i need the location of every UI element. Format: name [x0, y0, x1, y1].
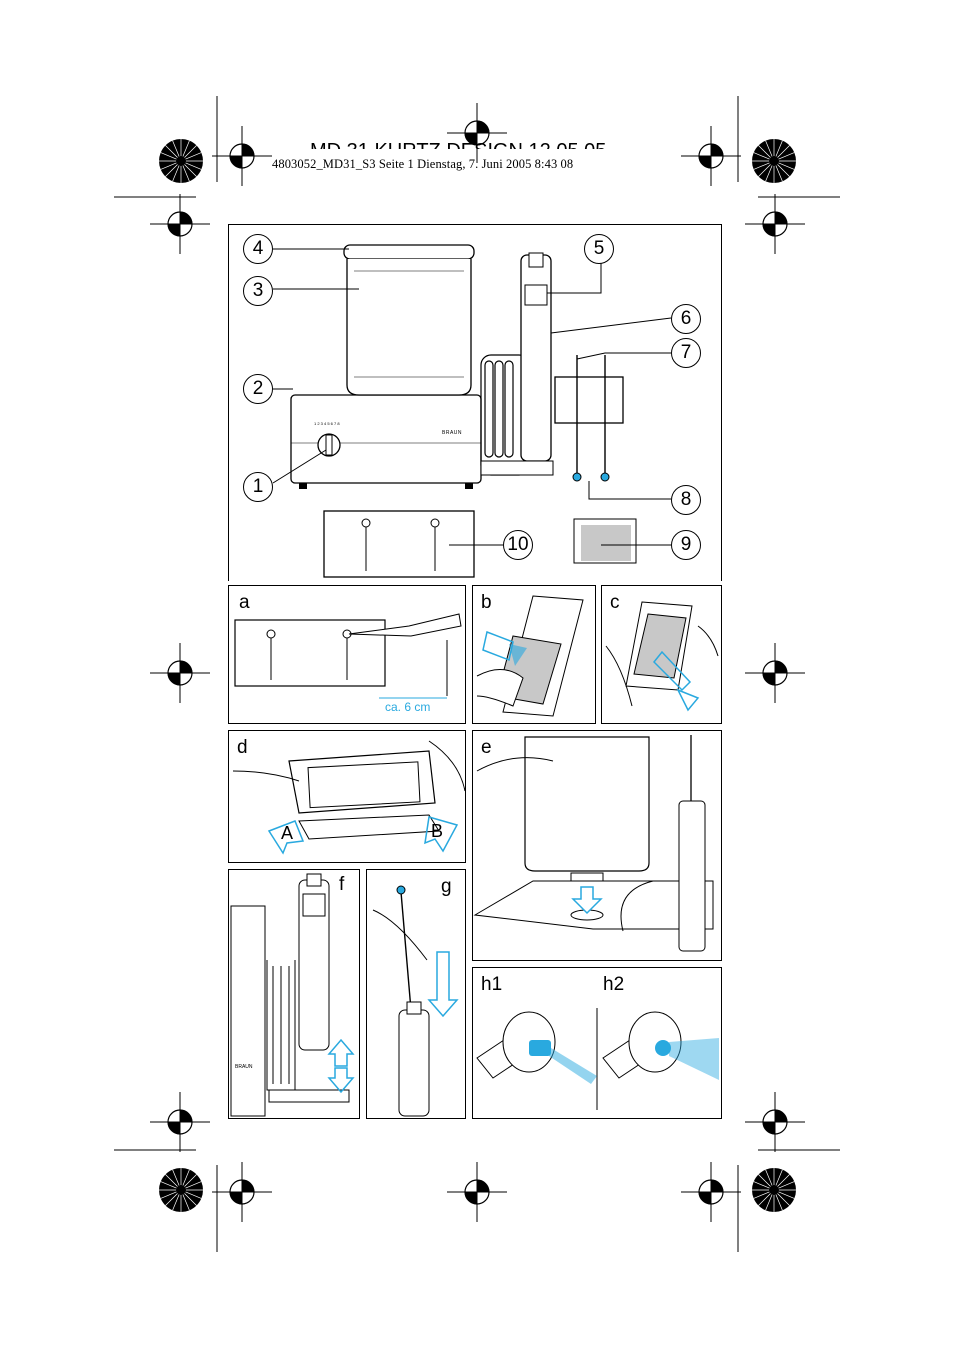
nozzle-spray-drawing — [476, 1008, 719, 1110]
brand-mark-f: BRAUN — [235, 1064, 253, 1070]
callout-10: 10 — [503, 530, 533, 560]
callout-8: 8 — [671, 485, 701, 515]
card-insert-drawing-b — [476, 595, 584, 717]
panel-e: e — [472, 730, 722, 961]
header-ghost-text: MD 31 KURTZ DESIGN 12.05.05 — [310, 137, 606, 149]
callout-7: 7 — [671, 338, 701, 368]
panel-a: a ca. 6 cm — [228, 585, 466, 724]
holder-mount-drawing — [232, 740, 465, 855]
star-target-icon — [751, 138, 797, 184]
brand-mark: BRAUN — [442, 430, 463, 436]
panel-f: f BRAUN — [228, 869, 360, 1119]
reservoir-placement-drawing — [473, 735, 714, 952]
registration-mark-icon — [744, 193, 806, 255]
handle-fit-drawing — [230, 873, 355, 1117]
registration-mark-icon — [211, 1161, 273, 1223]
star-target-icon — [751, 1167, 797, 1213]
print-info-line: 4803052_MD31_S3 Seite 1 Dienstag, 7. Jun… — [272, 157, 574, 171]
callout-1: 1 — [243, 472, 273, 502]
panel-label-g: g — [441, 876, 452, 897]
card-insert-drawing-c — [605, 601, 719, 712]
arrow-label-b: B — [431, 821, 444, 841]
registration-mark-icon — [149, 1091, 211, 1153]
callout-9: 9 — [671, 530, 701, 560]
panel-label-a: a — [239, 592, 250, 613]
panel-c: c — [601, 585, 722, 724]
panel-label-c: c — [610, 592, 620, 613]
callout-3: 3 — [243, 276, 273, 306]
registration-mark-icon — [680, 125, 742, 187]
registration-mark-icon — [149, 642, 211, 704]
star-target-icon — [158, 138, 204, 184]
irrigator-overview-drawing: 1 2 3 4 5 6 7 8 — [272, 244, 672, 578]
distance-caption: ca. 6 cm — [385, 700, 431, 714]
registration-mark-icon — [744, 1091, 806, 1153]
registration-mark-icon — [680, 1161, 742, 1223]
registration-mark-icon — [149, 193, 211, 255]
panel-label-e: e — [481, 737, 492, 758]
panel-label-b: b — [481, 592, 492, 613]
callout-6: 6 — [671, 304, 701, 334]
registration-mark-icon — [211, 125, 273, 187]
svg-text:1 2 3 4 5 6 7 8: 1 2 3 4 5 6 7 8 — [314, 421, 340, 426]
panel-label-d: d — [237, 737, 248, 758]
registration-mark-icon — [446, 102, 508, 164]
panel-label-h2: h2 — [603, 974, 625, 995]
panel-g: g — [366, 869, 466, 1119]
main-figure-panel: 1 2 3 4 5 6 7 8 — [228, 224, 722, 581]
arrow-label-a: A — [281, 823, 294, 843]
registration-mark-icon — [744, 642, 806, 704]
panel-label-f: f — [339, 874, 345, 895]
panel-b: b — [472, 585, 596, 724]
callout-5: 5 — [584, 234, 614, 264]
callout-4: 4 — [243, 234, 273, 264]
panel-d: d A B — [228, 730, 466, 863]
star-target-icon — [158, 1167, 204, 1213]
panel-h: h1 h2 — [472, 967, 722, 1119]
registration-mark-icon — [446, 1161, 508, 1223]
tip-insert-drawing — [372, 885, 459, 1117]
callout-2: 2 — [243, 374, 273, 404]
panel-label-h1: h1 — [481, 974, 503, 995]
wall-holder-drawing — [234, 613, 462, 699]
